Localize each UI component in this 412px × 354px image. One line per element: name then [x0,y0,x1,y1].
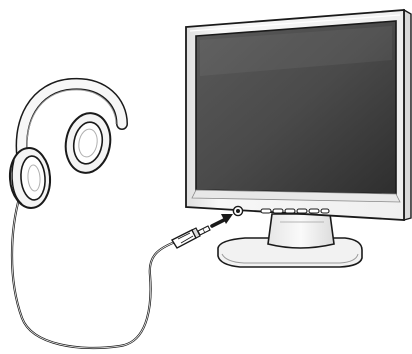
headphone-cable [12,195,175,348]
monitor-icon [186,10,411,267]
arrow-icon [212,214,233,226]
right-earcup [61,110,115,177]
monitor-button-3 [285,209,295,213]
headphones-icon [8,84,122,209]
monitor-button-5 [309,209,319,213]
monitor-headphone-port-icon [233,206,242,215]
left-earcup [8,147,52,210]
monitor-button-4 [297,209,307,213]
monitor-control-buttons [261,209,329,213]
headphone-jack-icon [172,226,210,248]
monitor-button-2 [273,209,283,213]
monitor-screen [196,21,396,194]
monitor-button-1 [261,209,271,213]
monitor-stand-neck [268,214,334,248]
monitor-button-6 [321,209,329,213]
